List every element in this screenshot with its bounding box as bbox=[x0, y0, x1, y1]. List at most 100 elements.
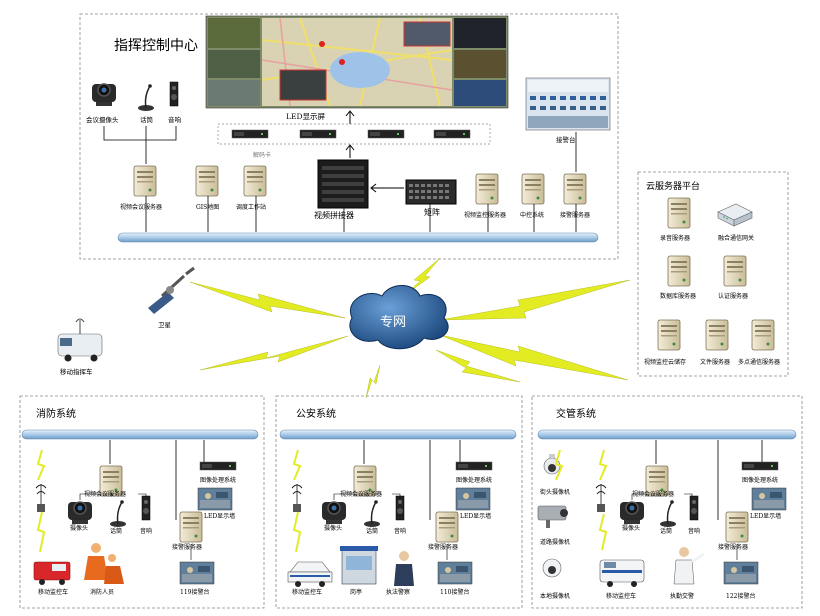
command-center-bus bbox=[117, 232, 599, 243]
microphone bbox=[137, 83, 155, 112]
auth-server bbox=[723, 255, 747, 287]
traffic-officer bbox=[673, 547, 705, 585]
database-server bbox=[667, 255, 691, 287]
fire-desk bbox=[179, 561, 215, 585]
mobile-command-vehicle bbox=[57, 318, 103, 362]
fire-alarm-server-label: 接警服务器 bbox=[172, 543, 202, 551]
traffic-led-wall bbox=[751, 487, 787, 511]
gateway-label: 融合通信网关 bbox=[718, 234, 754, 242]
relay-system-label: 中控系统 bbox=[520, 211, 544, 219]
road-camera bbox=[537, 505, 568, 528]
database-server-label: 数据库服务器 bbox=[660, 292, 696, 300]
police-bus bbox=[279, 429, 517, 440]
lightning-links bbox=[189, 257, 631, 399]
traffic-speaker bbox=[689, 495, 699, 521]
command-center-box bbox=[79, 13, 619, 260]
recording-server-label: 录音服务器 bbox=[660, 234, 690, 242]
mobile-command-vehicle-label: 移动指挥车 bbox=[60, 367, 93, 376]
traffic-officer-label: 执勤交警 bbox=[670, 592, 694, 600]
gis-server bbox=[195, 165, 219, 197]
fire-image-system-label: 图像处理系统 bbox=[200, 476, 236, 484]
fire-speaker bbox=[141, 495, 151, 521]
led-screen-image bbox=[205, 15, 509, 109]
fire-alarm-server bbox=[179, 511, 203, 543]
traffic-image-system-label: 图像处理系统 bbox=[742, 476, 778, 484]
police-kiosk bbox=[340, 546, 378, 585]
satellite bbox=[148, 266, 195, 314]
monitor-server bbox=[475, 173, 499, 205]
police-officer-label: 执法警察 bbox=[386, 588, 410, 596]
road-camera-label: 道路摄像机 bbox=[540, 538, 570, 546]
private-network-cloud bbox=[349, 285, 449, 350]
traffic-speaker-label: 音响 bbox=[688, 527, 700, 535]
auth-server-label: 认证服务器 bbox=[718, 292, 748, 300]
multipoint-server-label: 多点通信服务器 bbox=[738, 358, 780, 366]
police-image-system bbox=[455, 461, 493, 471]
traffic-vehicle bbox=[599, 559, 645, 587]
police-desk bbox=[437, 561, 473, 585]
fire-system-box bbox=[19, 395, 265, 609]
led-screen-label: LED显示屏 bbox=[286, 112, 325, 121]
fire-camera-label: 摄像头 bbox=[70, 524, 88, 532]
fire-vehicle bbox=[33, 561, 71, 585]
street-camera-label: 街头摄像机 bbox=[540, 488, 570, 496]
police-system-title: 公安系统 bbox=[296, 407, 336, 420]
police-speaker-label: 音响 bbox=[394, 527, 406, 535]
command-center-title: 指挥控制中心 bbox=[114, 38, 198, 54]
police-officer bbox=[394, 551, 414, 586]
traffic-bus bbox=[537, 429, 797, 440]
monitor-server-label: 视频监控服务器 bbox=[464, 211, 506, 219]
fire-personnel-label: 消防人员 bbox=[90, 588, 114, 596]
alarm-desk-label: 接警台 bbox=[556, 135, 576, 144]
police-desk-label: 110接警台 bbox=[440, 588, 469, 596]
alarm-server-label: 接警服务器 bbox=[560, 211, 590, 219]
traffic-led-wall-label: LED显示墙 bbox=[750, 512, 781, 520]
police-antenna bbox=[291, 483, 303, 513]
fire-desk-label: 119接警台 bbox=[180, 588, 209, 596]
multipoint-server bbox=[751, 319, 775, 351]
fire-led-wall bbox=[197, 487, 233, 511]
matrix-device bbox=[405, 179, 457, 205]
fire-system-title: 消防系统 bbox=[36, 407, 76, 420]
fire-led-wall-label: LED显示墙 bbox=[204, 512, 235, 520]
conference-server bbox=[133, 165, 157, 197]
police-microphone-label: 话筒 bbox=[366, 527, 378, 535]
traffic-camera bbox=[619, 501, 645, 525]
police-microphone bbox=[363, 499, 381, 528]
speaker-label: 音响 bbox=[168, 115, 182, 124]
dispatch-station bbox=[243, 165, 267, 197]
fire-image-system bbox=[199, 461, 237, 471]
fire-camera bbox=[67, 501, 93, 525]
police-alarm-server-label: 接警服务器 bbox=[428, 543, 458, 551]
police-vehicle-label: 移动监控车 bbox=[292, 588, 322, 596]
conference-camera bbox=[91, 83, 117, 107]
microphone-label: 话筒 bbox=[140, 115, 154, 124]
alarm-desk-image bbox=[525, 77, 611, 131]
relay-system bbox=[521, 173, 545, 205]
police-vehicle bbox=[287, 561, 333, 587]
conference-camera-label: 会议摄像头 bbox=[86, 115, 119, 124]
fire-vehicle-label: 移动监控车 bbox=[38, 588, 68, 596]
traffic-camera-label: 摄像头 bbox=[622, 524, 640, 532]
fire-bus bbox=[21, 429, 259, 440]
police-image-system-label: 图像处理系统 bbox=[456, 476, 492, 484]
decoder-group bbox=[217, 123, 491, 145]
video-splicer bbox=[317, 159, 369, 209]
police-led-wall-label: LED显示墙 bbox=[460, 512, 491, 520]
fire-personnel bbox=[84, 543, 124, 584]
traffic-microphone bbox=[659, 499, 677, 528]
fire-antenna bbox=[35, 483, 47, 513]
police-camera-label: 摄像头 bbox=[324, 524, 342, 532]
traffic-desk-label: 122接警台 bbox=[726, 592, 755, 600]
police-speaker bbox=[395, 495, 405, 521]
matrix-label: 矩阵 bbox=[424, 207, 440, 217]
file-server-label: 文件服务器 bbox=[700, 358, 730, 366]
video-splicer-label: 视频拼接器 bbox=[314, 210, 354, 220]
file-server bbox=[705, 319, 729, 351]
cloud-storage-label: 视频监控云储存 bbox=[644, 358, 686, 366]
local-camera-label: 本地摄像机 bbox=[540, 592, 570, 600]
cloud-storage bbox=[657, 319, 681, 351]
police-alarm-server bbox=[435, 511, 459, 543]
police-system-box bbox=[275, 395, 523, 609]
traffic-desk bbox=[723, 561, 759, 585]
